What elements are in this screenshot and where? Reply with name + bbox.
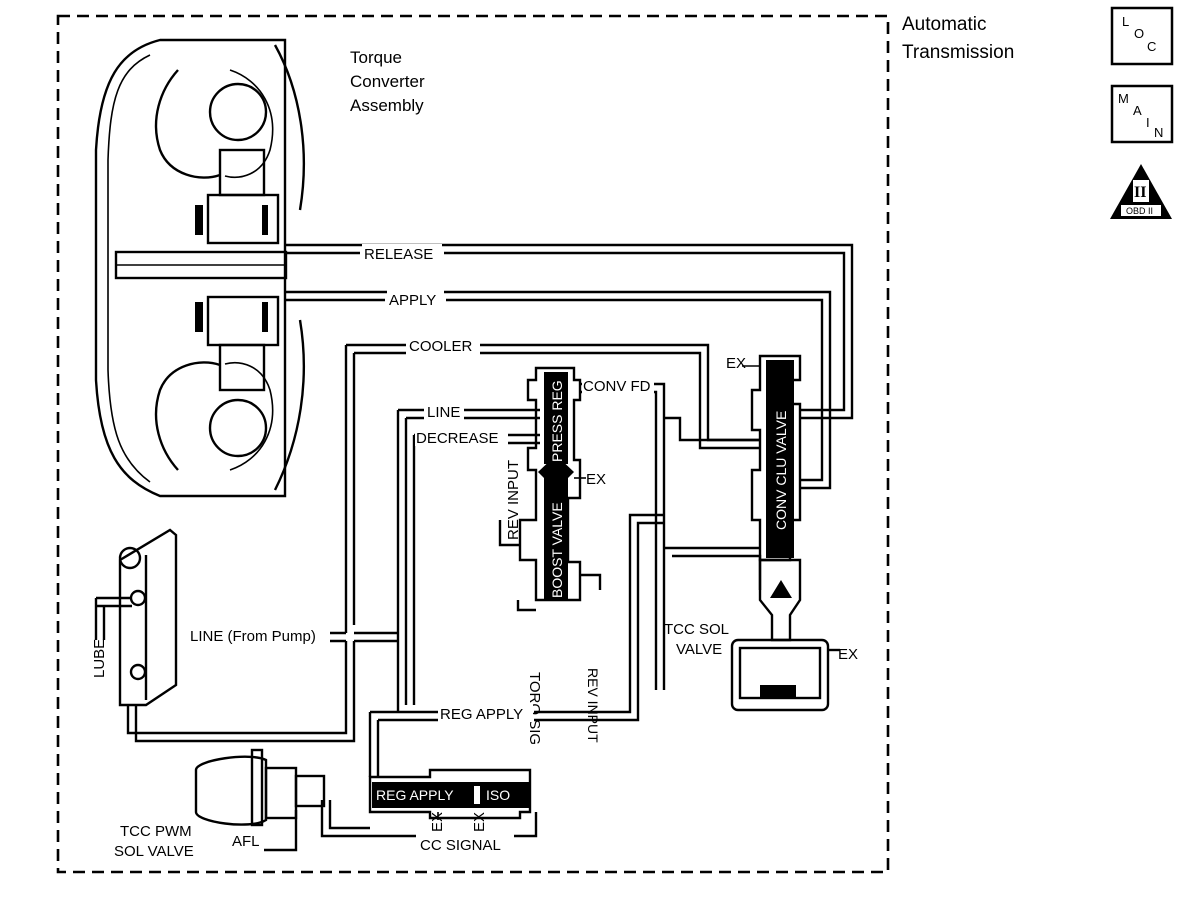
reg-apply-label: REG APPLY bbox=[440, 706, 523, 723]
assembly-label-1: Torque bbox=[350, 48, 402, 67]
conv-clu-valve-label: CONV CLU VALVE bbox=[773, 411, 789, 530]
line-passage bbox=[398, 408, 540, 420]
reg-apply-passage bbox=[370, 513, 664, 722]
svg-text:L: L bbox=[1122, 14, 1129, 29]
main-badge: M A I N bbox=[1110, 84, 1174, 144]
conv-fd-label: CONV FD bbox=[583, 378, 651, 395]
reg-apply-valve-label: REG APPLY bbox=[376, 787, 454, 803]
svg-text:N: N bbox=[1154, 125, 1163, 140]
line-label: LINE bbox=[427, 404, 460, 421]
torq-sig-label: TORQ SIG bbox=[526, 672, 543, 745]
tcc-pwm-label-1: TCC PWM bbox=[120, 823, 192, 840]
pressure-regulator-valve bbox=[518, 366, 582, 602]
tcc-pwm-sol-valve bbox=[194, 748, 326, 852]
svg-text:OBD II: OBD II bbox=[1126, 206, 1153, 216]
apply-label: APPLY bbox=[389, 292, 436, 309]
svg-text:A: A bbox=[1133, 103, 1142, 118]
svg-text:I: I bbox=[1146, 115, 1150, 130]
obd-ii-badge: II OBD II bbox=[1110, 164, 1172, 219]
cc-signal-label: CC SIGNAL bbox=[420, 837, 501, 854]
afl-label: AFL bbox=[232, 833, 260, 850]
svg-text:II: II bbox=[1134, 184, 1146, 201]
conv-fd-passage bbox=[580, 382, 666, 690]
line-from-pump-label: LINE (From Pump) bbox=[190, 628, 316, 645]
loc-badge: L O C bbox=[1110, 6, 1174, 66]
boost-ex-label: EX bbox=[586, 471, 606, 488]
reg-apply-ex-2: EX bbox=[471, 812, 488, 832]
svg-text:M: M bbox=[1118, 91, 1129, 106]
tcc-sol-ex-label: EX bbox=[838, 646, 858, 663]
title-line-1: Automatic bbox=[902, 14, 986, 35]
iso-label: ISO bbox=[486, 787, 510, 803]
release-passage bbox=[286, 243, 854, 420]
tcc-pwm-label-2: SOL VALVE bbox=[114, 843, 194, 860]
reg-apply-ex-1: EX bbox=[429, 812, 446, 832]
apply-passage bbox=[286, 290, 832, 490]
cc-signal-passage bbox=[320, 800, 538, 838]
title-line-2: Transmission bbox=[902, 42, 1014, 63]
tcc-sol-label-1: TCC SOL bbox=[664, 621, 729, 638]
torque-converter bbox=[94, 38, 305, 498]
converter-clutch-valve bbox=[750, 354, 802, 562]
decrease-passage bbox=[412, 433, 540, 705]
conv-clu-ex-label: EX bbox=[726, 355, 746, 372]
rev-input-left-label: REV INPUT bbox=[505, 460, 522, 540]
tcc-sol-valve bbox=[730, 558, 840, 712]
svg-text:O: O bbox=[1134, 26, 1144, 41]
transmission-boundary bbox=[56, 14, 890, 874]
rev-input-right-label: REV INPUT bbox=[585, 668, 601, 743]
boost-valve-label: BOOST VALVE bbox=[549, 502, 565, 598]
lube-label: LUBE bbox=[91, 639, 108, 678]
assembly-label-3: Assembly bbox=[350, 96, 424, 115]
assembly-label-2: Converter bbox=[350, 72, 425, 91]
release-label: RELEASE bbox=[364, 246, 433, 263]
tcc-sol-label-2: VALVE bbox=[676, 641, 722, 658]
press-reg-label: PRESS REG bbox=[549, 380, 565, 462]
svg-text:C: C bbox=[1147, 39, 1156, 54]
lube-cooler bbox=[94, 528, 178, 707]
reg-apply-iso-valve bbox=[368, 768, 532, 820]
lube-passage bbox=[126, 641, 356, 743]
cooler-label: COOLER bbox=[409, 338, 473, 355]
decrease-label: DECREASE bbox=[416, 430, 499, 447]
